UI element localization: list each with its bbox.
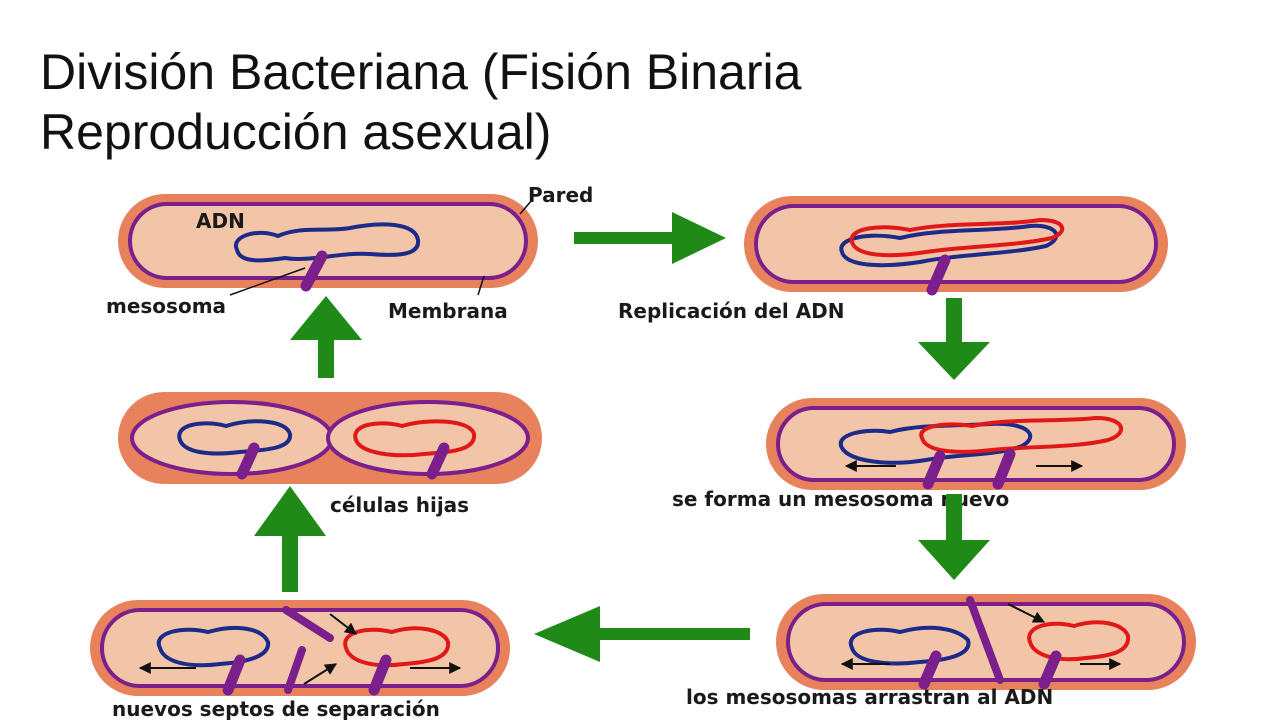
- label-pared: Pared: [528, 183, 593, 207]
- label-replicacion: Replicación del ADN: [618, 299, 845, 323]
- mesosome-left: [222, 654, 246, 696]
- mesosome-old: [922, 450, 946, 490]
- mesosome-right: [1038, 650, 1062, 690]
- mesosome-right: [368, 654, 392, 696]
- arrow-left-1: [534, 606, 750, 662]
- dna-original: [156, 625, 271, 668]
- arrow-septum-bottom: [303, 663, 338, 685]
- label-membrana: Membrana: [388, 299, 508, 323]
- arrow-up-1: [254, 486, 326, 592]
- mesosome: [300, 250, 328, 292]
- dna-copy: [1027, 620, 1131, 662]
- label-mesosoma: mesosoma: [106, 294, 226, 318]
- mesosome-right: [426, 442, 450, 480]
- cell-membrane: [128, 202, 528, 280]
- septum: [966, 596, 1004, 684]
- title-line-1: División Bacteriana (Fisión Binaria: [40, 44, 802, 100]
- mesosome-new: [992, 448, 1016, 490]
- mesosome-left: [918, 650, 942, 690]
- septum-top: [282, 606, 334, 642]
- cell-dragging: los mesosomas arrastran al ADN: [686, 594, 1196, 709]
- dna-original: [838, 421, 1033, 465]
- arrow-right-1: [574, 212, 726, 264]
- pared-pointer: [519, 199, 533, 215]
- cell-membrane: [754, 204, 1158, 284]
- arrow-down-2: [918, 494, 990, 580]
- cell-septa: nuevos septos de separación: [90, 600, 510, 720]
- membrana-pointer: [477, 275, 485, 296]
- dna-copy: [849, 217, 1065, 258]
- dna-copy: [343, 626, 451, 668]
- mesosome-left: [236, 442, 260, 480]
- arrow-down-1: [918, 298, 990, 380]
- arrow-up-2: [290, 296, 362, 378]
- label-hijas: células hijas: [330, 493, 469, 517]
- arrow-septum-top: [329, 613, 357, 635]
- cell-daughters: células hijas: [118, 392, 542, 517]
- title-line-2: Reproducción asexual): [40, 104, 552, 160]
- mesosome: [926, 254, 951, 296]
- cell-new-mesosome: se forma un mesosoma nuevo: [672, 398, 1186, 511]
- dna-original: [839, 223, 1059, 268]
- dna-original: [848, 625, 971, 666]
- page-title: División Bacteriana (Fisión Binaria Repr…: [40, 42, 801, 162]
- dna-copy: [919, 415, 1124, 454]
- label-adn: ADN: [196, 209, 245, 233]
- daughter-cell-right: [326, 400, 530, 476]
- daughter-cell-left: [130, 400, 334, 476]
- label-arrastran: los mesosomas arrastran al ADN: [686, 685, 1053, 709]
- arrow-septum: [1007, 603, 1046, 623]
- cell-initial: ADN Pared mesosoma Membrana: [106, 183, 593, 323]
- dna-right: [353, 419, 477, 458]
- mesosoma-pointer: [229, 267, 306, 296]
- dna-loop: [233, 222, 421, 263]
- cell-replication: Replicación del ADN: [618, 196, 1168, 323]
- dna-left: [177, 419, 293, 456]
- septum-bottom: [284, 646, 306, 694]
- label-septos: nuevos septos de separación: [112, 697, 440, 720]
